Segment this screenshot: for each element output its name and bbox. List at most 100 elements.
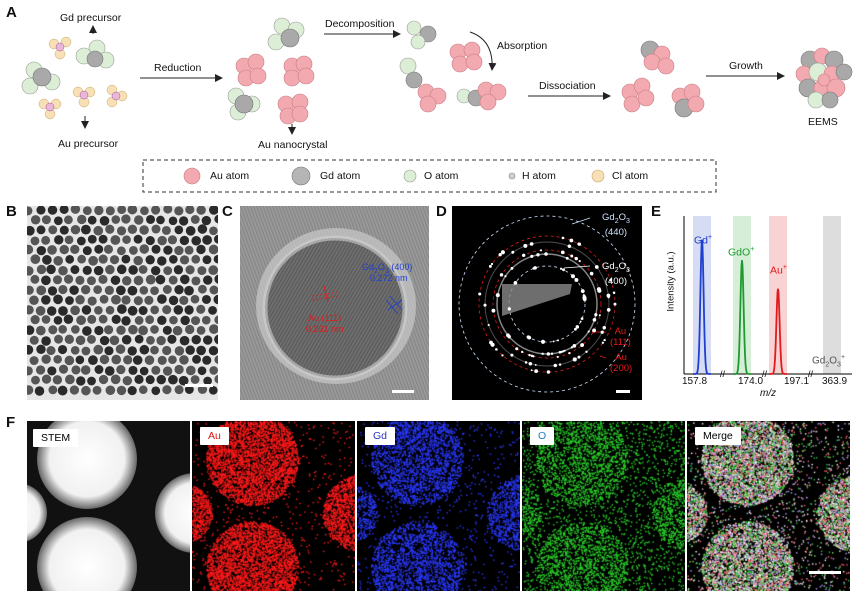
diffraction-spot (587, 330, 590, 333)
nanoparticle (111, 215, 121, 224)
nanoparticle (144, 295, 154, 305)
ms-peak-1 (733, 260, 751, 375)
diffraction-spot (536, 253, 540, 257)
nanoparticle (94, 325, 104, 336)
nanoparticle (174, 245, 184, 256)
nanoparticle (65, 296, 74, 305)
nanoparticle (214, 315, 218, 325)
panel-label-a: A (6, 4, 17, 21)
diffraction-spot (495, 348, 498, 351)
hrtem-gd-label: Gd2O3 (400) (362, 262, 413, 275)
legend-cl-swatch (591, 169, 605, 183)
nanoparticle (111, 294, 121, 305)
nanoparticle (162, 285, 172, 294)
diffraction-spot (556, 355, 559, 359)
nanoparticle (42, 255, 52, 265)
nanoparticle (167, 334, 177, 344)
nanoparticle (150, 345, 159, 355)
diffraction-spot (602, 326, 607, 330)
ms-band-3 (823, 216, 841, 374)
nanoparticle (122, 276, 132, 286)
diffraction-spot (522, 253, 526, 257)
nanoparticle (34, 386, 45, 396)
nanoparticle (58, 265, 68, 276)
nanoparticle (172, 325, 183, 336)
nanoparticle (52, 375, 63, 385)
diffraction-spot (504, 275, 507, 278)
nanoparticle (57, 385, 68, 396)
nanoparticle (133, 296, 143, 306)
legend-o-swatch (403, 169, 417, 183)
nanoparticle (82, 326, 92, 336)
nanoparticle (157, 256, 167, 266)
nanoparticle (213, 234, 218, 244)
ms-chart: ////// Intensity (a.u.) m/z 157.8 174.0 … (662, 206, 858, 402)
ms-xlabel: m/z (760, 388, 777, 399)
nanoparticle (185, 225, 196, 236)
nanoparticle (53, 316, 63, 325)
diffraction-spot (569, 238, 574, 243)
nanoparticle (105, 224, 115, 234)
nanoparticle (138, 265, 148, 274)
diffraction-spot (565, 256, 569, 260)
nanoparticle (191, 276, 201, 286)
nanoparticle (46, 345, 56, 356)
diffraction-spot (490, 262, 494, 266)
saed-pointer-200 (599, 355, 607, 359)
hrtem-image: Gd2O3 (400) 0.272 nm Au (111) 0.231 nm (240, 206, 429, 400)
nanoparticle (116, 246, 126, 256)
nanoparticle (87, 215, 97, 225)
nanoparticle (41, 275, 51, 286)
nanoparticle (41, 354, 51, 364)
nanoparticle (201, 294, 212, 305)
au-nanocrystal-1 (235, 53, 267, 87)
nanoparticle (116, 304, 127, 314)
nanoparticle (151, 224, 161, 234)
ms-xtick-3: 197.1 (784, 376, 810, 387)
nanoparticle (203, 275, 213, 285)
nanoparticle (191, 254, 201, 264)
nanoparticle (191, 316, 201, 326)
nanoparticle (58, 324, 67, 334)
nanoparticle (208, 244, 218, 255)
nanoparticle (191, 335, 201, 345)
nanoparticle (115, 344, 126, 354)
diffraction-spot (606, 293, 611, 298)
nanoparticle (64, 334, 74, 344)
diffraction-spot (513, 280, 518, 285)
nanoparticle (174, 364, 184, 375)
scale-bar-b (185, 384, 213, 387)
diffraction-spot (487, 323, 490, 327)
diffraction-spot (568, 351, 571, 355)
nanoparticle (197, 224, 208, 234)
diffraction-spot (544, 252, 548, 256)
diffraction-spot (596, 287, 601, 292)
diffraction-spot (523, 243, 528, 248)
nanoparticle (103, 244, 114, 254)
nanoparticle (27, 225, 35, 236)
nanoparticle (145, 214, 156, 224)
diffraction-spot (532, 355, 535, 358)
nanoparticle (168, 275, 178, 285)
au-precursor-label: Au precursor (58, 138, 119, 150)
nanoparticle (191, 235, 202, 246)
nanoparticle (139, 366, 149, 376)
ms-band-1 (733, 216, 751, 374)
nanoparticle (196, 244, 206, 255)
nanoparticle (192, 354, 201, 364)
growth-label: Growth (729, 60, 763, 72)
nanoparticle (214, 274, 218, 284)
nanoparticle (27, 305, 34, 315)
diffraction-spot (560, 250, 565, 255)
ms-label-gdo: GdO+ (728, 246, 755, 259)
nanoparticle (105, 264, 115, 275)
saed-pointer-400 (563, 265, 591, 269)
ms-xtick-1: 157.8 (682, 376, 708, 387)
nanoparticle (36, 206, 46, 215)
nanoparticle (98, 274, 108, 285)
nanoparticle (53, 354, 62, 364)
nanoparticle (173, 305, 184, 315)
nanoparticle (105, 305, 115, 315)
nanoparticle (208, 206, 218, 215)
nanoparticle (27, 266, 34, 276)
